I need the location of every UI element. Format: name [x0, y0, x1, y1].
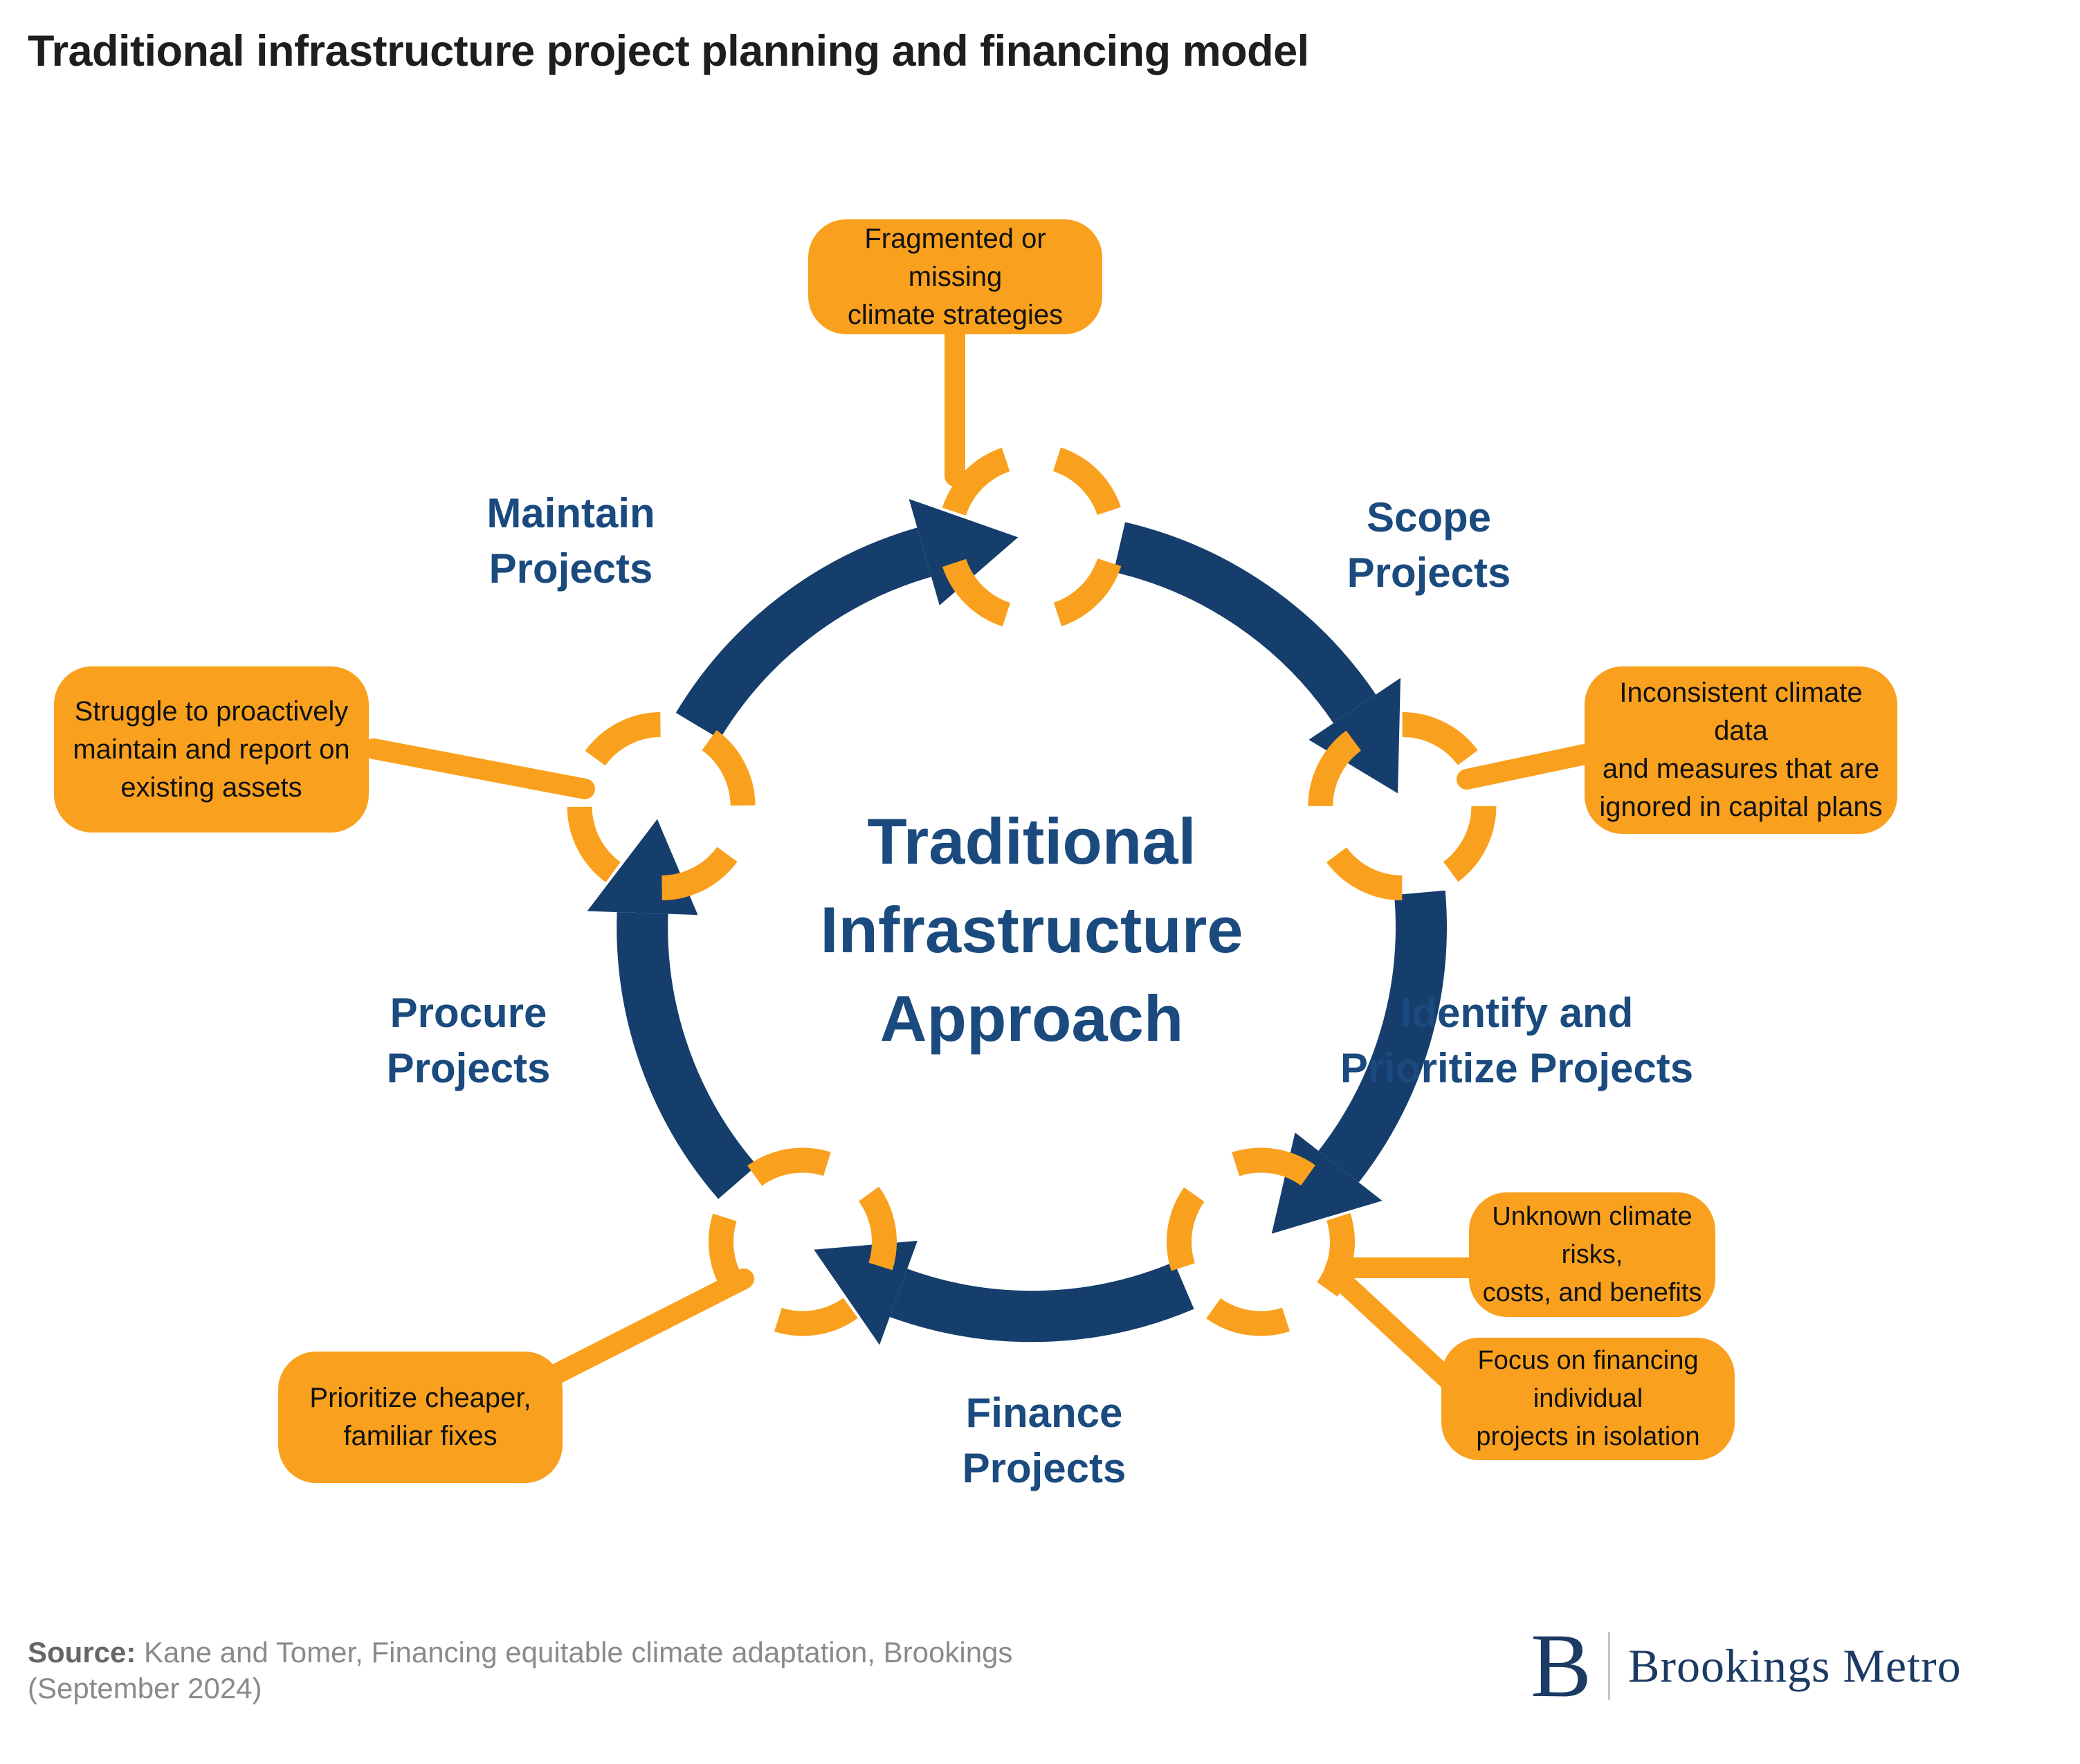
cycle-center-label: Traditional Infrastructure Approach — [820, 805, 1243, 1055]
arrowhead-scope — [1308, 678, 1401, 794]
connector-inconsistent — [1457, 743, 1602, 790]
node-dashed-circle-top — [938, 443, 1126, 631]
stage-label-procure: Procure Projects — [386, 990, 551, 1091]
ring-segment-finance — [889, 1262, 1194, 1343]
ring-segment-maintain — [675, 527, 932, 740]
callout-inconsistent-data: Inconsistent climate data and measures t… — [1585, 666, 1897, 834]
connector-struggle — [363, 738, 595, 799]
source-label: Source: — [28, 1636, 136, 1668]
ring-segment-procure — [617, 911, 758, 1199]
node-dashed-circle-lower-left — [708, 1147, 897, 1336]
source-note: Source: Kane and Tomer, Financing equita… — [28, 1635, 1066, 1707]
callout-financing-isolation: Focus on financing individual projects i… — [1441, 1338, 1735, 1460]
arrowhead-maintain — [909, 499, 1019, 606]
ring-segment-identify — [1318, 890, 1447, 1183]
source-line-2: (September 2024) — [28, 1672, 262, 1704]
callout-fragmented-strategies: Fragmented or missing climate strategies — [808, 219, 1102, 334]
stage-label-scope: Scope Projects — [1347, 494, 1511, 596]
node-dashed-circle-lower-right — [1167, 1147, 1355, 1336]
connector-prioritize — [547, 1269, 754, 1384]
node-dashed-circle-left — [567, 712, 756, 900]
stage-label-identify: Identify and Prioritize Projects — [1340, 990, 1694, 1091]
node-dashed-circle-upper-right — [1308, 712, 1497, 900]
connector-focus — [1329, 1268, 1463, 1394]
brookings-b-icon: B — [1531, 1615, 1592, 1716]
source-line-1: Source: Kane and Tomer, Financing equita… — [28, 1635, 1066, 1671]
ring-segment-scope — [1113, 522, 1376, 724]
stage-label-finance: Finance Projects — [962, 1390, 1126, 1491]
brookings-logo: B Brookings Metro — [1531, 1615, 1962, 1716]
stage-label-maintain: Maintain Projects — [486, 490, 655, 592]
callout-struggle-maintain: Struggle to proactively maintain and rep… — [54, 666, 369, 833]
callout-cheaper-fixes: Prioritize cheaper, familiar fixes — [278, 1352, 563, 1483]
callout-unknown-risks: Unknown climate risks, costs, and benefi… — [1469, 1192, 1715, 1317]
page-title: Traditional infrastructure project plann… — [28, 27, 1309, 75]
source-text: Kane and Tomer, Financing equitable clim… — [136, 1636, 1013, 1668]
logo-name: Brookings Metro — [1628, 1639, 1962, 1692]
logo-divider — [1608, 1632, 1611, 1700]
